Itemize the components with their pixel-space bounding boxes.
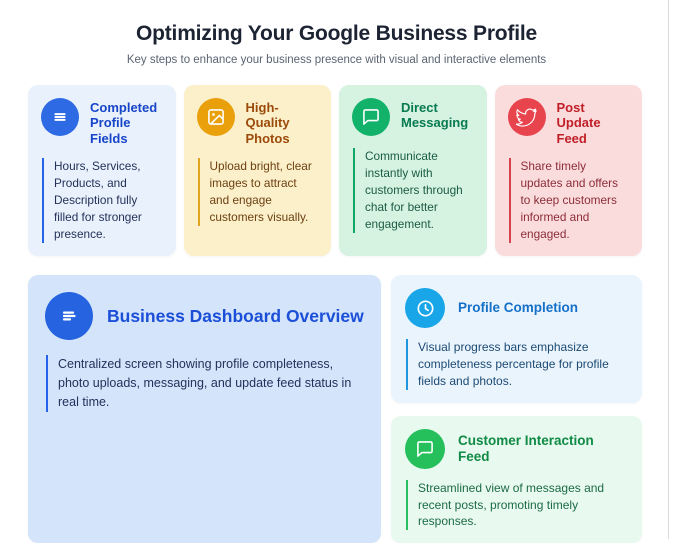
card-title: Business Dashboard Overview [107, 306, 364, 327]
card-title: Customer Interaction Feed [458, 432, 594, 464]
chat-bubble-icon [352, 98, 390, 136]
card-profile-completion: Profile Completion Visual progress bars … [391, 275, 642, 403]
card-description: Upload bright, clear images to attract a… [197, 157, 319, 227]
page-title: Optimizing Your Google Business Profile [136, 22, 537, 45]
card-description: Share timely updates and offers to keep … [508, 157, 630, 244]
viewport-edge-divider [668, 0, 669, 539]
card-post-update-feed: Post Update Feed Share timely updates an… [494, 85, 642, 257]
card-completed-profile-fields: Completed Profile Fields Hours, Services… [28, 85, 176, 257]
list-icon [41, 98, 79, 136]
card-direct-messaging: Direct Messaging Communicate instantly w… [339, 85, 487, 257]
text-lines-icon [45, 292, 93, 341]
detail-card-row: Business Dashboard Overview Centralized … [28, 275, 642, 543]
page-subtitle: Key steps to enhance your business prese… [126, 54, 547, 66]
card-description: Centralized screen showing profile compl… [46, 355, 364, 412]
card-header: Customer Interaction Feed [405, 428, 628, 469]
side-card-column: Profile Completion Visual progress bars … [391, 275, 642, 543]
card-description: Streamlined view of messages and recent … [406, 479, 628, 531]
card-header: Business Dashboard Overview [45, 292, 364, 341]
card-header: Completed Profile Fields [41, 98, 163, 146]
card-header: High-Quality Photos [196, 98, 319, 146]
page-header: Optimizing Your Google Business Profile … [0, 0, 673, 66]
content-area: Completed Profile Fields Hours, Services… [28, 85, 642, 543]
card-title: Direct Messaging [401, 100, 469, 131]
card-title: Profile Completion [458, 300, 579, 316]
card-title: Post Update Feed [556, 100, 601, 146]
card-description: Hours, Services, Products, and Descripti… [42, 157, 163, 244]
twitter-bird-icon [507, 98, 546, 136]
photo-icon [196, 98, 235, 136]
clock-icon [405, 288, 445, 329]
card-description: Communicate instantly with customers thr… [353, 148, 474, 234]
feature-card-row: Completed Profile Fields Hours, Services… [28, 85, 642, 257]
card-header: Post Update Feed [507, 98, 630, 146]
card-header: Profile Completion [405, 288, 628, 329]
chat-bubble-icon [405, 428, 445, 469]
card-title: High-Quality Photos [245, 100, 290, 146]
card-header: Direct Messaging [352, 98, 474, 136]
card-high-quality-photos: High-Quality Photos Upload bright, clear… [183, 85, 331, 257]
card-description: Visual progress bars emphasize completen… [406, 339, 628, 390]
card-title: Completed Profile Fields [90, 100, 158, 146]
card-business-dashboard-overview: Business Dashboard Overview Centralized … [28, 275, 381, 543]
card-customer-interaction-feed: Customer Interaction Feed Streamlined vi… [391, 415, 642, 543]
